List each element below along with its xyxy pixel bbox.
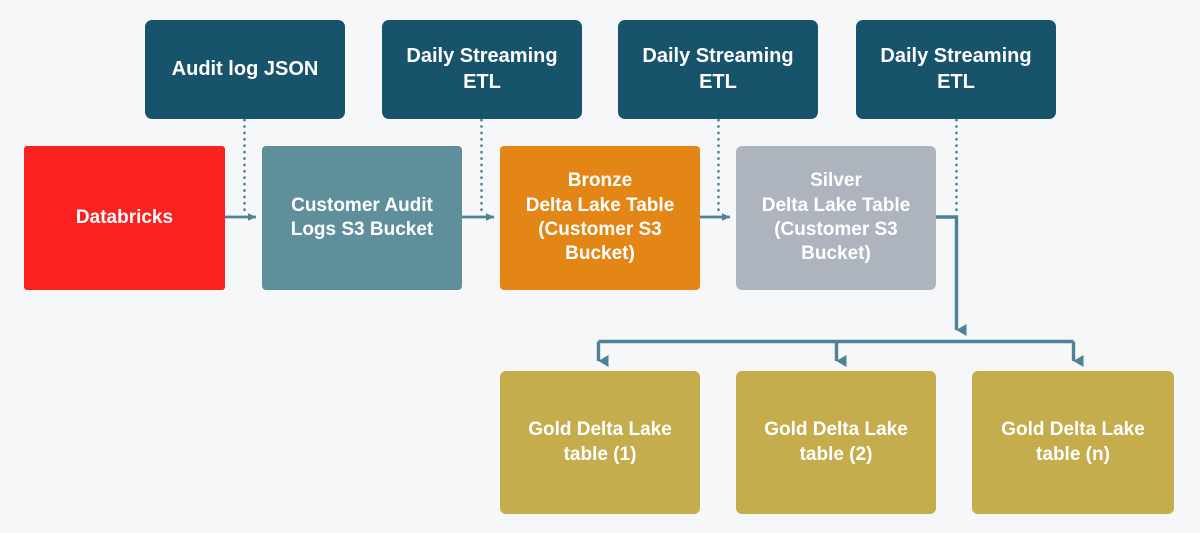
node-daily-streaming-etl-3-label: Daily Streaming ETL: [880, 44, 1032, 93]
connector-silver-to-bus: [936, 215, 967, 337]
node-silver-delta-lake-table[interactable]: Silver Delta Lake Table (Customer S3 Buc…: [736, 146, 936, 290]
node-gold-delta-lake-table-1[interactable]: Gold Delta Lake table (1): [500, 371, 700, 514]
node-daily-streaming-etl-3[interactable]: Daily Streaming ETL: [856, 20, 1056, 119]
node-databricks-label: Databricks: [75, 206, 174, 228]
node-gold-delta-lake-table-2-label: Gold Delta Lake table (2): [764, 419, 908, 465]
node-daily-streaming-etl-2-label: Daily Streaming ETL: [642, 44, 794, 93]
node-customer-audit-logs-s3-bucket[interactable]: Customer Audit Logs S3 Bucket: [262, 146, 462, 290]
node-gold-delta-lake-table-n[interactable]: Gold Delta Lake table (n): [972, 371, 1174, 514]
node-audit-log-json[interactable]: Audit log JSON: [145, 20, 345, 119]
node-daily-streaming-etl-1[interactable]: Daily Streaming ETL: [382, 20, 582, 119]
node-daily-streaming-etl-1-label: Daily Streaming ETL: [406, 44, 558, 93]
node-audit-log-json-label: Audit log JSON: [171, 57, 319, 80]
node-databricks[interactable]: Databricks: [24, 146, 225, 290]
node-gold-delta-lake-table-n-label: Gold Delta Lake table (n): [1001, 419, 1145, 465]
node-bronze-delta-lake-table-label: Bronze Delta Lake Table (Customer S3 Buc…: [525, 170, 675, 265]
node-gold-delta-lake-table-2[interactable]: Gold Delta Lake table (2): [736, 371, 936, 514]
node-silver-delta-lake-table-label: Silver Delta Lake Table (Customer S3 Buc…: [761, 170, 911, 265]
node-bronze-delta-lake-table[interactable]: Bronze Delta Lake Table (Customer S3 Buc…: [500, 146, 700, 290]
node-gold-delta-lake-table-1-label: Gold Delta Lake table (1): [528, 419, 672, 465]
node-daily-streaming-etl-2[interactable]: Daily Streaming ETL: [618, 20, 818, 119]
node-customer-audit-logs-s3-bucket-label: Customer Audit Logs S3 Bucket: [290, 194, 434, 240]
